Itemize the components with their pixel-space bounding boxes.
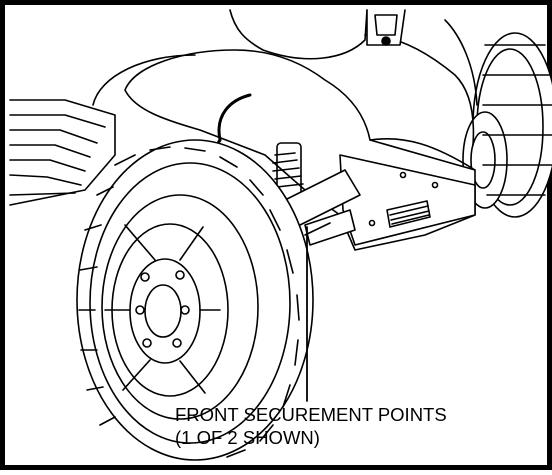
callout-line-1: FRONT SECUREMENT POINTS [175, 404, 447, 425]
rear-right-wheel [462, 32, 552, 218]
callout-line-2: (1 OF 2 SHOWN) [175, 427, 320, 448]
body-shroud [92, 9, 478, 251]
headlight-grille [386, 200, 431, 228]
callout-label: FRONT SECUREMENT POINTS (1 OF 2 SHOWN) [175, 403, 447, 449]
floorboard [9, 99, 116, 206]
scooter-front-illustration [9, 9, 552, 461]
front-left-wheel [76, 139, 314, 461]
